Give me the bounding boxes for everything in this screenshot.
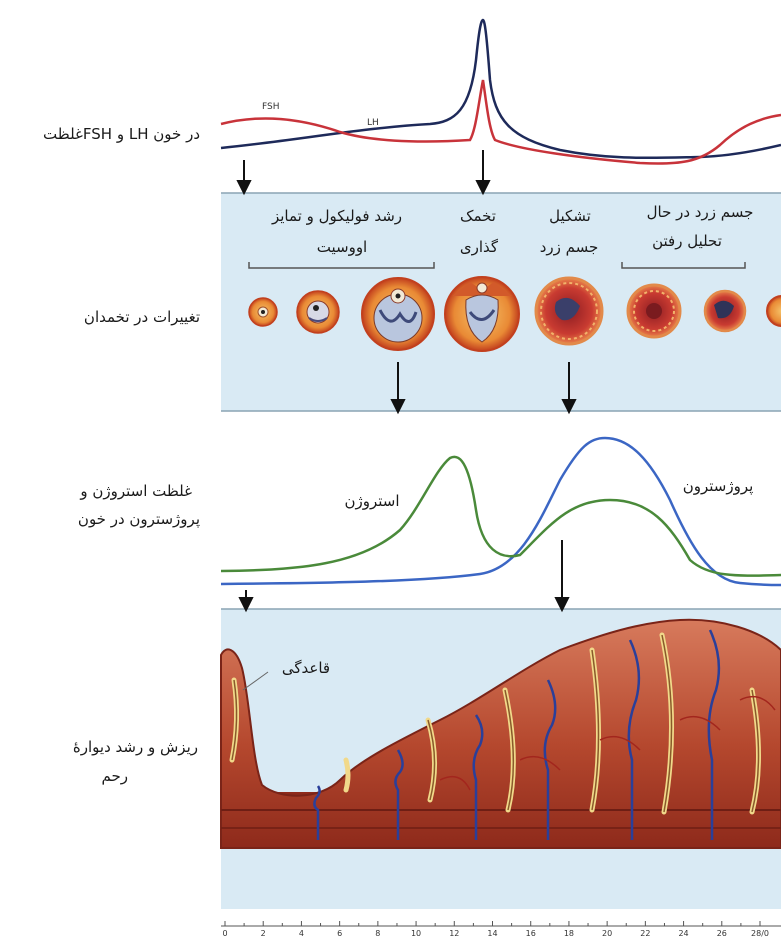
day-axis-tick-label: 8 bbox=[375, 929, 380, 938]
phase-regress-2: تحلیل رفتن bbox=[652, 232, 722, 250]
day-axis-tick-label: 20 bbox=[602, 929, 612, 938]
day-axis-tick-label: 6 bbox=[337, 929, 342, 938]
day-axis-tick-label: 26 bbox=[717, 929, 727, 938]
follicle-primordial bbox=[249, 298, 277, 326]
basal-label: قاعدگی bbox=[282, 659, 330, 677]
lh-curve bbox=[221, 20, 781, 158]
corpus-luteum-regressing-1 bbox=[628, 285, 680, 337]
phase-corpus-2: جسم زرد bbox=[540, 238, 599, 256]
follicle-ovulating bbox=[445, 277, 519, 351]
row-label-steroids-2: پروژسترون در خون bbox=[78, 510, 200, 529]
phase-corpus-1: تشکیل bbox=[549, 207, 591, 225]
day-axis-tick-label: 12 bbox=[449, 929, 459, 938]
phase-ovulation-2: گذاری bbox=[460, 238, 499, 256]
progesterone-curve bbox=[221, 438, 781, 585]
fsh-curve bbox=[221, 80, 781, 164]
estrogen-curve bbox=[221, 457, 781, 576]
fsh-label: FSH bbox=[262, 102, 280, 112]
row-label-steroids-1: غلظت استروژن و bbox=[79, 482, 192, 500]
row-label-uterus-1: ریزش و رشد دیوارۀ bbox=[73, 738, 198, 756]
day-axis-tick-label: 18 bbox=[564, 929, 574, 938]
day-axis-tick-label: 24 bbox=[678, 929, 688, 938]
day-axis-tick-label: 0 bbox=[222, 929, 227, 938]
follicle-secondary bbox=[362, 278, 434, 350]
corpus-luteum-regressing-2 bbox=[705, 291, 745, 331]
row-label-hormones: غلظتFSH و LH در خون bbox=[43, 125, 200, 143]
lh-label: LH bbox=[367, 118, 379, 128]
day-axis-tick-label: 22 bbox=[640, 929, 650, 938]
phase-follicle-1: رشد فولیکول و تمایز bbox=[271, 207, 402, 225]
row-label-ovary: تغییرات در تخمدان bbox=[84, 308, 200, 326]
day-axis-tick-label: 14 bbox=[487, 929, 497, 938]
estrogen-label: استروژن bbox=[344, 492, 399, 510]
arrow-hormone-center bbox=[477, 150, 489, 193]
arrow-steroid-left bbox=[240, 590, 252, 610]
arrow-hormone-left bbox=[238, 160, 250, 193]
arrow-steroid-center bbox=[556, 540, 568, 610]
phase-ovulation-1: تخمک bbox=[460, 207, 496, 225]
phase-follicle-2: اووسیت bbox=[317, 238, 367, 256]
day-axis-tick-label: 10 bbox=[411, 929, 421, 938]
corpus-luteum bbox=[536, 278, 602, 344]
day-axis-tick-label: 16 bbox=[526, 929, 536, 938]
row-label-uterus-2: رحم bbox=[102, 767, 129, 785]
day-axis-tick-label: 2 bbox=[261, 929, 266, 938]
progesterone-label: پروژسترون bbox=[683, 477, 754, 496]
day-axis-tick-label: 4 bbox=[299, 929, 304, 938]
follicle-primary bbox=[297, 291, 339, 333]
day-axis-tick-label: 28/0 bbox=[751, 929, 769, 938]
phase-regress-1: جسم زرد در حال bbox=[647, 203, 754, 221]
